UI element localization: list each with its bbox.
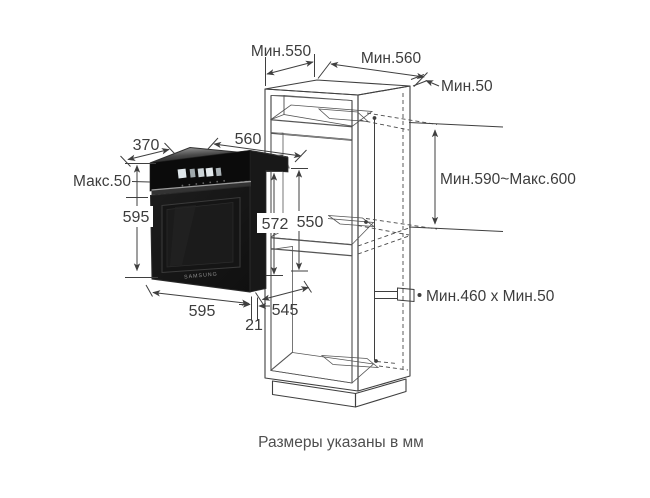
oven-handle [151,181,251,195]
dim-oven-body-height-label: 572 [262,216,289,233]
dim-oven-width-label: 595 [189,303,216,320]
cabinet-column [264,79,438,408]
dim-niche-width-label: 560 [235,131,262,148]
d21-lines [251,296,258,321]
door-reflection [170,205,196,266]
v572-extension-lines [266,171,283,276]
vent-label-bullet [417,293,422,297]
plinth-side [354,378,407,408]
min550-arrow [266,60,314,76]
h595-arrow [152,290,250,306]
d545-arrow [261,286,310,301]
oven-display [177,167,226,187]
handle-highlight [151,180,252,191]
dim-oven-front-height-label: 595 [123,209,150,226]
dim-rear-gap-label: Мин.50 [441,78,493,95]
d370-arrow [127,148,170,161]
rear-gap-ticks [410,74,427,87]
vent-dot-middle [364,220,368,224]
v550-extension-lines [291,168,308,272]
niche-height-extension-lines [408,122,504,232]
vent-dot-bottom [374,359,378,363]
lower-cavity-left-wall [270,246,293,371]
brand-logo: SAMSUNG [184,271,218,280]
max50-leader [131,181,151,183]
dim-vent-cutout-label: Мин.460 x Мин.50 [426,288,555,305]
dim-niche-bottom-depth-label: 545 [272,302,299,319]
v572-label-bg [257,213,292,233]
min560-arrow [330,61,425,80]
hidden-edge-lines [357,93,438,371]
rear-gap-arrow [425,80,440,87]
dim-top-width-label: Мин.560 [361,50,422,67]
dim-top-depth-label: Мин.550 [251,43,312,60]
vent-dot-top [372,116,377,120]
dim-front-protrusion-label: Макс.50 [73,173,131,190]
units-caption: Размеры указаны в мм [258,434,424,451]
oven: SAMSUNG [149,146,291,293]
cabinet-right-side [357,85,411,392]
bottom-vent-slot [320,355,380,368]
dim-niche-inner-height-label: 550 [297,214,324,231]
min560-extension-lines [317,61,428,87]
v550-label-bg [292,211,328,231]
cabinet-top-face [264,79,411,96]
top-compartment-left-wall [270,95,285,121]
top-shelf-surface [269,104,374,127]
min550-extension-lines [265,54,315,86]
dim-niche-height-label: Мин.590~Макс.600 [440,171,576,188]
dim-oven-top-depth-label: 370 [133,137,160,154]
n560-arrow [213,141,302,159]
vent-cutout-bracket [397,287,415,303]
dim-door-offset-label: 21 [245,317,263,334]
v595-label-bg [119,206,153,227]
dimension-annotations: Мин.550 Мин.560 Мин.50 Мин.590~Макс.600 … [73,43,576,334]
h595-tick [145,284,153,297]
vent-leader-line [374,118,398,360]
